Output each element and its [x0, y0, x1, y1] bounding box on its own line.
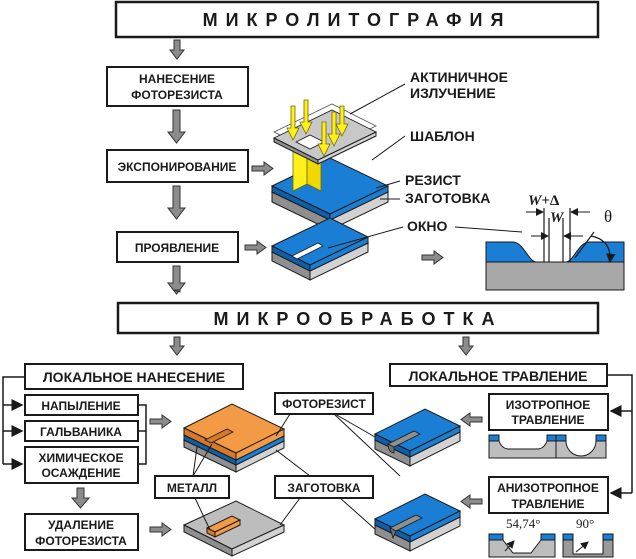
label-angle-90: 90° — [576, 516, 594, 531]
label-angle-54: 54,74° — [506, 516, 540, 531]
microprocessing-title: МИКРООБРАБОТКА — [214, 309, 503, 329]
microprocessing-title-box: МИКРООБРАБОТКА — [116, 301, 600, 335]
anisotropic-profile-v-groove — [488, 533, 556, 558]
svg-text:ФОТОРЕЗИСТА: ФОТОРЕЗИСТА — [35, 534, 127, 548]
label-substrate: ЗАГОТОВКА — [405, 190, 490, 206]
developed-wafer-illustration — [270, 217, 370, 281]
anisotropic-etched-wafer — [373, 493, 462, 552]
step-exposure: ЭКСПОНИРОВАНИЕ — [106, 149, 249, 183]
method-sputtering: НАПЫЛЕНИЕ — [24, 394, 139, 416]
svg-text:ПРОЯВЛЕНИЕ: ПРОЯВЛЕНИЕ — [135, 241, 219, 255]
metal-pattern-wafer — [182, 500, 286, 557]
svg-text:ЛОКАЛЬНОЕ ТРАВЛЕНИЕ: ЛОКАЛЬНОЕ ТРАВЛЕНИЕ — [409, 368, 588, 384]
anisotropic-profile-vertical — [562, 533, 614, 558]
exposure-illustration — [270, 99, 390, 231]
svg-text:ФОТОРЕЗИСТ: ФОТОРЕЗИСТ — [282, 397, 366, 411]
svg-text:НАПЫЛЕНИЕ: НАПЫЛЕНИЕ — [41, 399, 120, 413]
right-arrow-icon — [244, 240, 267, 255]
label-resist: РЕЗИСТ — [405, 172, 461, 188]
isotropic-etching-box: ИЗОТРОПНОЕ ТРАВЛЕНИЕ — [488, 393, 609, 431]
down-arrow-icon — [168, 336, 186, 356]
down-arrow-icon — [457, 336, 475, 356]
left-arrow-icon — [460, 494, 483, 509]
label-actinic-radiation-2: ИЗЛУЧЕНИЕ — [410, 85, 496, 101]
label-mask: ШАБЛОН — [410, 128, 475, 144]
down-arrow-icon — [166, 265, 187, 295]
right-arrow-icon — [251, 161, 274, 176]
label-theta: θ — [604, 207, 612, 226]
isotropic-profile-shallow — [488, 434, 558, 459]
right-arrow-icon — [149, 522, 172, 537]
label-w-plus-delta: W+Δ — [528, 193, 560, 209]
deposited-metal-wafer — [182, 403, 286, 473]
lithography-title-box: МИКРОЛИТОГРАФИЯ — [114, 0, 600, 39]
radiation-arrows-icon — [286, 99, 349, 157]
label-substrate-box: ЗАГОТОВКА — [274, 475, 374, 499]
down-arrow-icon — [172, 289, 181, 293]
step-apply-photoresist: НАНЕСЕНИЕ ФОТОРЕЗИСТА — [106, 66, 249, 107]
svg-text:ЛОКАЛЬНОЕ НАНЕСЕНИЕ: ЛОКАЛЬНОЕ НАНЕСЕНИЕ — [43, 369, 225, 385]
svg-text:ТРАВЛЕНИЕ: ТРАВЛЕНИЕ — [511, 497, 584, 511]
local-deposition-title-box: ЛОКАЛЬНОЕ НАНЕСЕНИЕ — [24, 363, 244, 390]
left-arrow-icon — [460, 412, 483, 427]
resist-profile-crosssection — [485, 208, 625, 291]
right-arrow-icon — [149, 414, 172, 429]
label-actinic-radiation-1: АКТИНИЧНОЕ — [410, 69, 508, 85]
svg-text:НАНЕСЕНИЕ: НАНЕСЕНИЕ — [139, 72, 215, 86]
svg-text:ГАЛЬВАНИКА: ГАЛЬВАНИКА — [40, 425, 122, 439]
svg-text:ХИМИЧЕСКОЕ: ХИМИЧЕСКОЕ — [38, 451, 123, 465]
step-development: ПРОЯВЛЕНИЕ — [116, 231, 239, 263]
label-window: ОКНО — [407, 218, 448, 234]
local-etching-title-box: ЛОКАЛЬНОЕ ТРАВЛЕНИЕ — [389, 363, 608, 387]
isotropic-profile-deep — [555, 434, 607, 459]
step-remove-photoresist: УДАЛЕНИЕ ФОТОРЕЗИСТА — [24, 513, 139, 551]
svg-text:ОСАЖДЕНИЕ: ОСАЖДЕНИЕ — [41, 466, 120, 480]
svg-text:ИЗОТРОПНОЕ: ИЗОТРОПНОЕ — [506, 398, 590, 412]
svg-text:ТРАВЛЕНИЕ: ТРАВЛЕНИЕ — [511, 413, 584, 427]
svg-text:УДАЛЕНИЕ: УДАЛЕНИЕ — [48, 518, 114, 532]
svg-text:МЕТАЛЛ: МЕТАЛЛ — [167, 481, 217, 495]
svg-text:ЗАГОТОВКА: ЗАГОТОВКА — [287, 481, 361, 495]
label-photoresist-box: ФОТОРЕЗИСТ — [274, 392, 374, 415]
down-arrow-icon — [70, 487, 91, 509]
method-chemical-deposition: ХИМИЧЕСКОЕ ОСАЖДЕНИЕ — [24, 446, 139, 484]
svg-text:АНИЗОТРОПНОЕ: АНИЗОТРОПНОЕ — [497, 481, 599, 495]
svg-text:ФОТОРЕЗИСТА: ФОТОРЕЗИСТА — [131, 88, 223, 102]
svg-text:ЭКСПОНИРОВАНИЕ: ЭКСПОНИРОВАНИЕ — [118, 160, 237, 174]
down-arrow-icon — [168, 39, 186, 60]
isotropic-etched-wafer — [373, 408, 462, 467]
down-arrow-icon — [166, 109, 187, 144]
right-arrow-icon — [421, 250, 444, 265]
label-metal-box: МЕТАЛЛ — [154, 475, 230, 499]
lithography-title: МИКРОЛИТОГРАФИЯ — [203, 10, 512, 30]
method-electroplating: ГАЛЬВАНИКА — [24, 420, 139, 442]
anisotropic-etching-box: АНИЗОТРОПНОЕ ТРАВЛЕНИЕ — [488, 476, 609, 514]
down-arrow-icon — [166, 185, 187, 220]
label-w: W — [550, 210, 565, 226]
